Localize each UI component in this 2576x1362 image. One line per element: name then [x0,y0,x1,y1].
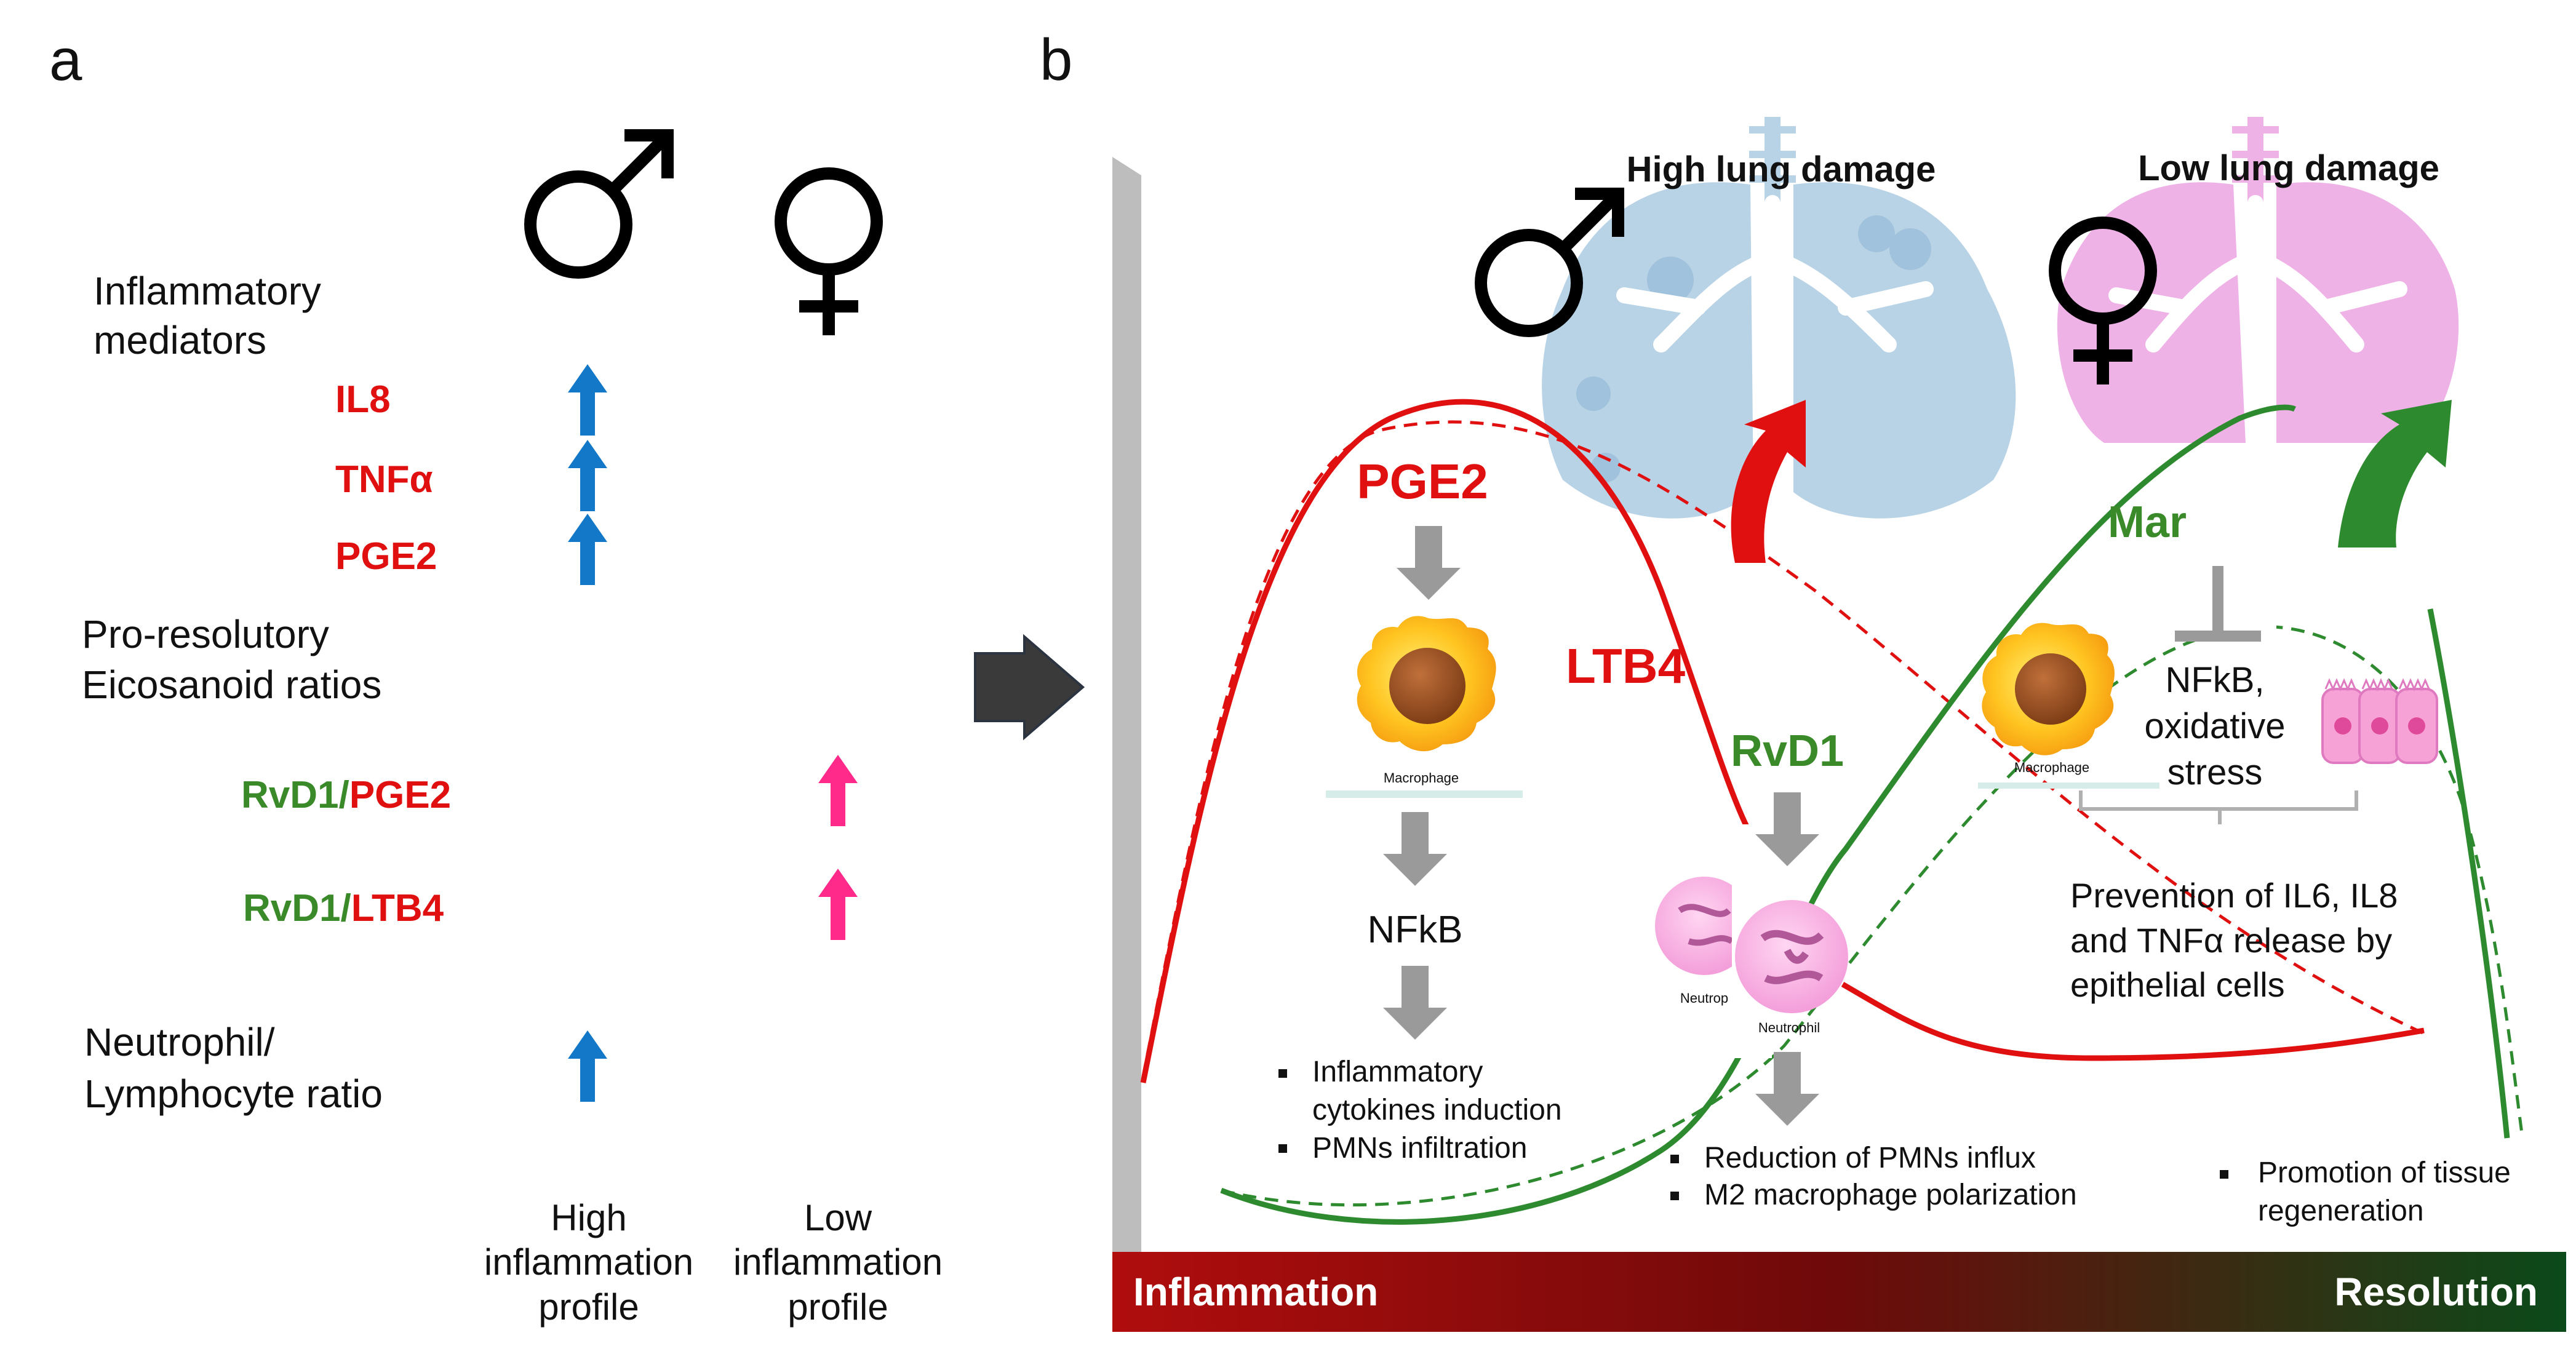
prevention-3: epithelial cells [2070,965,2285,1004]
right-arrow-icon [974,634,1085,741]
inflammation-curve [1140,399,1768,1083]
bracket [2079,791,2358,824]
col-high-3: profile [538,1286,639,1328]
up-arrow-icon [818,755,858,826]
inflammation-tail [1841,982,2425,1061]
resolution-tail [2427,608,2510,1139]
ltb4-label: LTB4 [1566,639,1686,693]
mid-bullet-1: Reduction of PMNs influx [1704,1142,2036,1174]
nfkb-oxidative-3: stress [2167,752,2263,792]
bullet-icon [1278,1144,1287,1153]
ratio-rvd1-pge2-den: PGE2 [349,774,451,816]
mediator-il8: IL8 [335,378,391,421]
mid-bullet-2: M2 macrophage polarization [1704,1179,2077,1211]
ratio-rvd1-ltb4-den: LTB4 [351,887,444,930]
mediator-tnfa: TNFα [335,458,433,501]
ratio-rvd1-ltb4-sep: / [341,887,351,930]
left-bullet-2: PMNs infiltration [1312,1132,1527,1165]
bullet-icon [2220,1170,2228,1179]
ratio-rvd1-pge2-num: RvD1 [241,774,339,816]
pge2-label: PGE2 [1357,454,1488,509]
macrophage-caption: Macrophage [1384,770,1459,786]
panel-b-label: b [1040,27,1072,93]
inhibition-bar [2175,631,2261,642]
neutrophil-icon [1655,877,1753,975]
macrophage-icon [1357,616,1496,752]
right-bullet-1: Promotion of tissue [2258,1157,2511,1189]
inflammation-resolution-bar [1112,1252,2566,1332]
bar-left-label: Inflammation [1133,1270,1378,1314]
panel-b: b [1040,27,2566,1332]
up-arrow-icon [568,514,607,585]
left-bullet-1: Inflammatory [1312,1056,1483,1088]
macrophage-caption-right: Macrophage [2014,760,2089,775]
neutrophil-label-2: Lymphocyte ratio [84,1072,383,1116]
up-arrow-icon [568,440,607,511]
up-arrow-icon [568,1030,607,1102]
bullet-icon [1670,1155,1679,1163]
membrane-line [1326,791,1523,798]
panel-a: a Inflammatory mediators IL8 TNFα PGE2 P… [49,27,943,1328]
male-lung-icon [1542,117,2016,519]
col-low-2: inflammation [733,1241,943,1283]
inflammatory-label-1: Inflammatory [94,269,321,313]
ratio-rvd1-ltb4-num: RvD1 [243,887,341,930]
low-lung-damage-title: Low lung damage [2138,148,2439,188]
bar-right-label: Resolution [2334,1270,2538,1314]
resolution-curve [1220,404,2297,1225]
ratio-rvd1-pge2-sep: / [339,774,349,816]
red-curved-arrow-icon [1731,400,1806,563]
pro-resolutory-label-2: Eicosanoid ratios [82,663,381,707]
mar-label: Mar [2108,498,2187,547]
inflammation-dashed [1141,420,2425,1077]
green-curved-arrow-icon [2338,400,2452,548]
male-symbol-icon [530,135,668,273]
ratio-rvd1-pge2: RvD1/PGE2 [241,774,451,816]
nfkb-label: NFkB [1368,909,1463,951]
gray-down-arrow-icon [1383,966,1447,1040]
prevention-2: and TNFα release by [2070,921,2392,960]
neutrophil-partial-caption: Neutrop [1680,990,1728,1006]
gray-down-arrow-icon [1383,812,1447,886]
rvd1-label: RvD1 [1731,727,1844,776]
pro-resolutory-label-1: Pro-resolutory [82,612,329,656]
female-symbol-icon [781,173,877,335]
col-low-1: Low [804,1197,872,1238]
col-low-3: profile [788,1286,888,1328]
up-arrow-icon [568,364,607,436]
mediator-pge2: PGE2 [335,535,437,578]
col-high-1: High [551,1197,626,1238]
bullet-icon [1670,1192,1679,1200]
epithelial-cells-icon [2321,678,2438,764]
ratio-rvd1-ltb4: RvD1/LTB4 [243,887,444,930]
inflammatory-label-2: mediators [94,318,266,362]
up-arrow-icon [818,869,858,940]
curves [1140,399,2524,1225]
neutrophil-icon [1735,900,1848,1013]
nfkb-oxidative-1: NFkB, [2165,660,2264,700]
left-bullet-1b: cytokines induction [1312,1094,1562,1126]
white-mask [2129,548,2276,634]
prevention-1: Prevention of IL6, IL8 [2070,876,2398,915]
right-bullet-1b: regeneration [2258,1195,2424,1227]
panel-a-label: a [49,27,82,93]
neutrophil-label-1: Neutrophil/ [84,1020,275,1064]
high-lung-damage-title: High lung damage [1627,149,1936,189]
nfkb-oxidative-2: oxidative [2145,706,2286,746]
col-high-2: inflammation [484,1241,693,1283]
bullet-icon [1278,1069,1287,1078]
vertical-axis [1112,157,1141,1255]
membrane-line [1978,783,2159,789]
macrophage-icon [1982,623,2115,755]
neutrophil-caption: Neutrophil [1758,1020,1820,1035]
gray-down-arrow-icon [1397,526,1461,600]
